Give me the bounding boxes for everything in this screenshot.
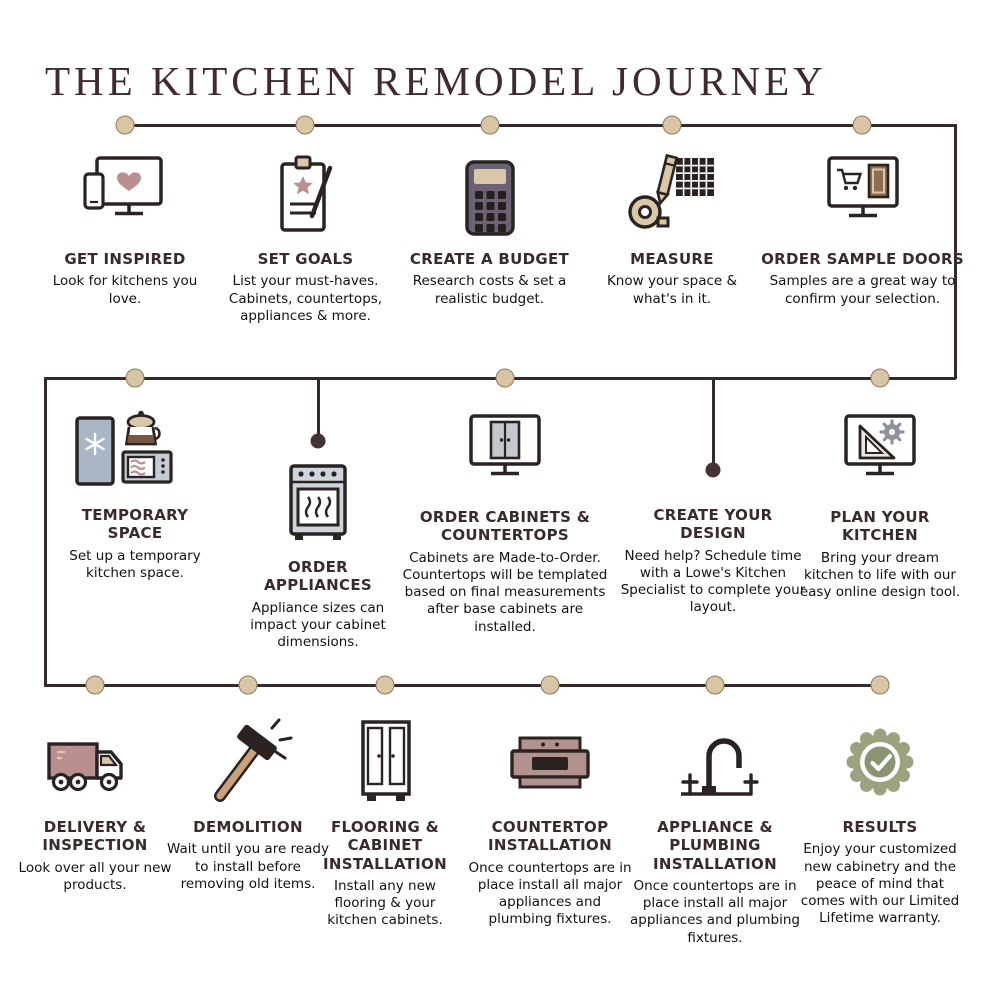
tall-cabinet-icon bbox=[310, 706, 460, 808]
step-desc: Bring your dream kitchen to life with ou… bbox=[799, 549, 961, 601]
drop-line-create-design bbox=[712, 378, 715, 469]
step-title: ORDER CABINETS & COUNTERTOPS bbox=[419, 508, 591, 545]
journey-node bbox=[375, 675, 395, 695]
step-desc: Samples are a great way to confirm your … bbox=[769, 273, 956, 307]
kitchen-planner-monitor-icon bbox=[794, 398, 966, 498]
journey-node bbox=[238, 675, 258, 695]
journey-node bbox=[295, 115, 315, 135]
step-title: DELIVERY & INSPECTION bbox=[42, 818, 148, 855]
step-title: MEASURE bbox=[630, 250, 714, 268]
journey-line-right bbox=[954, 124, 957, 379]
step-desc: Once countertops are in place install al… bbox=[468, 859, 632, 928]
step-order-cabinets-countertops: ORDER CABINETS & COUNTERTOPS Cabinets ar… bbox=[402, 400, 608, 636]
journey-node bbox=[480, 115, 500, 135]
step-title: CREATE A BUDGET bbox=[409, 250, 570, 268]
step-results: RESULTS Enjoy your customized new cabine… bbox=[794, 706, 966, 928]
step-desc: Cabinets are Made-to-Order. Countertops … bbox=[402, 549, 608, 635]
journey-node bbox=[115, 115, 135, 135]
journey-dark-dot bbox=[705, 462, 721, 478]
journey-node bbox=[85, 675, 105, 695]
step-desc: Research costs & set a realistic budget. bbox=[412, 273, 567, 307]
cabinet-monitor-icon bbox=[402, 400, 608, 498]
step-desc: Set up a temporary kitchen space. bbox=[69, 547, 201, 581]
clipboard-star-icon bbox=[213, 146, 398, 240]
step-desc: Install any new flooring & your kitchen … bbox=[327, 877, 443, 929]
step-desc: Appliance sizes can impact your cabinet … bbox=[250, 599, 386, 651]
journey-line-left bbox=[44, 377, 47, 687]
journey-line-row1 bbox=[124, 124, 956, 127]
step-title: SET GOALS bbox=[257, 250, 354, 268]
step-order-sample-doors: ORDER SAMPLE DOORS Samples are a great w… bbox=[760, 146, 965, 308]
step-title: CREATE YOUR DESIGN bbox=[653, 506, 773, 543]
sledgehammer-icon bbox=[165, 706, 331, 808]
step-create-your-design: CREATE YOUR DESIGN Need help? Schedule t… bbox=[618, 496, 808, 617]
step-desc: Enjoy your customized new cabinetry and … bbox=[800, 841, 960, 927]
journey-node bbox=[125, 368, 145, 388]
drop-line-order-appliances bbox=[317, 378, 320, 440]
step-create-budget: CREATE A BUDGET Research costs & set a r… bbox=[392, 146, 587, 308]
journey-node bbox=[852, 115, 872, 135]
step-title: APPLIANCE & PLUMBING INSTALLATION bbox=[653, 818, 777, 873]
step-get-inspired: GET INSPIRED Look for kitchens you love. bbox=[40, 146, 210, 308]
step-measure: MEASURE Know your space & what's in it. bbox=[592, 146, 752, 308]
sample-door-monitor-icon bbox=[760, 146, 965, 240]
step-flooring-cabinet-installation: FLOORING & CABINET INSTALLATION Install … bbox=[310, 706, 460, 930]
step-desc: Know your space & what's in it. bbox=[606, 273, 738, 307]
journey-node bbox=[662, 115, 682, 135]
measuring-tools-icon bbox=[592, 146, 752, 240]
step-demolition: DEMOLITION Wait until you are ready to i… bbox=[165, 706, 331, 893]
journey-line-row3 bbox=[44, 684, 882, 687]
step-title: ORDER SAMPLE DOORS bbox=[761, 250, 964, 268]
delivery-truck-icon bbox=[17, 706, 173, 808]
calculator-icon bbox=[392, 146, 587, 240]
step-desc: Wait until you are ready to install befo… bbox=[167, 841, 329, 892]
journey-node bbox=[540, 675, 560, 695]
step-desc: Need help? Schedule time with a Lowe's K… bbox=[620, 547, 806, 616]
step-plan-your-kitchen: PLAN YOUR KITCHEN Bring your dream kitch… bbox=[794, 398, 966, 601]
step-desc: Look for kitchens you love. bbox=[52, 273, 198, 307]
faucet-icon bbox=[627, 706, 803, 808]
step-set-goals: SET GOALS List your must-haves. Cabinets… bbox=[213, 146, 398, 325]
countertop-sink-icon bbox=[467, 706, 633, 808]
step-order-appliances: ORDER APPLIANCES Appliance sizes can imp… bbox=[233, 453, 403, 651]
step-title: ORDER APPLIANCES bbox=[264, 558, 372, 595]
range-icon bbox=[233, 453, 403, 548]
journey-node bbox=[870, 675, 890, 695]
step-title: GET INSPIRED bbox=[64, 250, 186, 268]
warranty-badge-icon bbox=[794, 706, 966, 808]
step-desc: Once countertops are in place install al… bbox=[630, 877, 800, 946]
step-temporary-space: TEMPORARY SPACE Set up a temporary kitch… bbox=[50, 396, 220, 582]
step-title: PLAN YOUR KITCHEN bbox=[830, 508, 930, 545]
step-title: DEMOLITION bbox=[193, 818, 303, 836]
step-title: TEMPORARY SPACE bbox=[81, 506, 189, 543]
step-title: RESULTS bbox=[842, 818, 918, 836]
page-title: THE KITCHEN REMODEL JOURNEY bbox=[45, 58, 827, 105]
temporary-kitchen-icon bbox=[50, 396, 220, 496]
journey-node bbox=[870, 368, 890, 388]
step-title: FLOORING & CABINET INSTALLATION bbox=[323, 818, 447, 873]
step-title: COUNTERTOP INSTALLATION bbox=[488, 818, 612, 855]
journey-node bbox=[495, 368, 515, 388]
inspiration-devices-icon bbox=[40, 146, 210, 240]
step-desc: Look over all your new products. bbox=[18, 859, 172, 893]
journey-dark-dot bbox=[310, 433, 326, 449]
step-appliance-plumbing-installation: APPLIANCE & PLUMBING INSTALLATION Once c… bbox=[627, 706, 803, 947]
journey-node bbox=[705, 675, 725, 695]
step-delivery-inspection: DELIVERY & INSPECTION Look over all your… bbox=[17, 706, 173, 894]
step-desc: List your must-haves. Cabinets, countert… bbox=[228, 273, 383, 324]
step-countertop-installation: COUNTERTOP INSTALLATION Once countertops… bbox=[467, 706, 633, 929]
